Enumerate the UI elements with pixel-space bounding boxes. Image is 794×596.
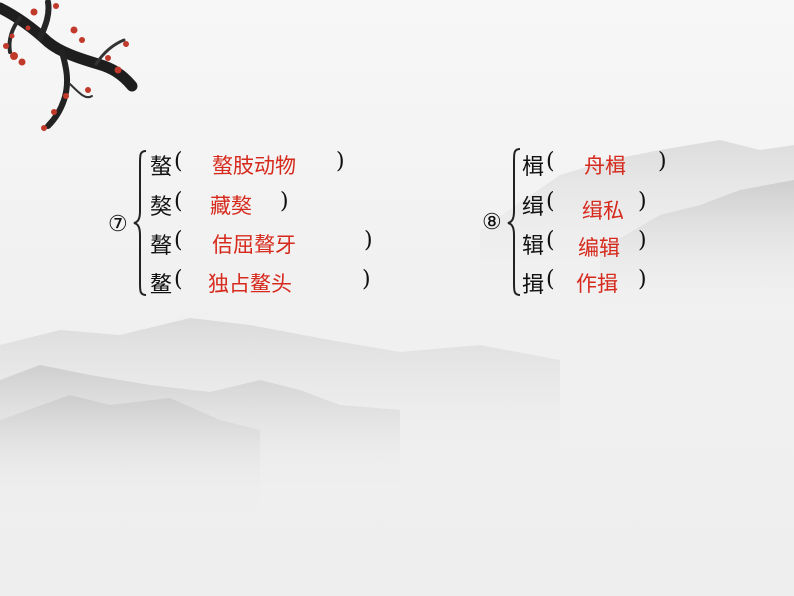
mountain-right-near: [600, 180, 794, 320]
mountain-left-front: [0, 395, 260, 520]
open-paren: (: [174, 149, 183, 174]
close-paren: ): [280, 189, 289, 214]
answer-text: 作揖: [576, 272, 618, 296]
open-paren: (: [546, 267, 555, 292]
answer-text: 藏獒: [210, 194, 252, 218]
list-item: 聱 ( 佶屈聱牙 ): [150, 228, 400, 262]
open-paren: (: [174, 189, 183, 214]
open-paren: (: [546, 149, 555, 174]
open-paren: (: [546, 228, 555, 253]
open-paren: (: [174, 228, 183, 253]
group-number: ⑧: [482, 210, 502, 235]
group-7: ⑦ 螯 ( 螯肢动物 ) 獒 ( 藏獒 ) 聱 ( 佶屈聱牙 ) 鳌 ( 独占鳌…: [108, 145, 408, 305]
answer-text: 舟楫: [584, 154, 626, 178]
close-paren: ): [638, 228, 647, 253]
brace-icon: [133, 150, 147, 296]
group-8: ⑧ 楫 ( 舟楫 ) 缉 ( 缉私 ) 辑 ( 编辑 ) 揖 ( 作揖 ): [482, 145, 682, 305]
list-item: 缉 ( 缉私 ): [522, 189, 682, 223]
close-paren: ): [336, 149, 345, 174]
answer-text: 缉私: [582, 199, 624, 223]
close-paren: ): [638, 267, 647, 292]
character: 獒: [150, 195, 173, 220]
list-item: 螯 ( 螯肢动物 ): [150, 149, 400, 183]
character: 聱: [150, 234, 173, 259]
character: 鳌: [150, 273, 173, 298]
answer-text: 佶屈聱牙: [212, 233, 296, 257]
list-item: 揖 ( 作揖 ): [522, 267, 682, 301]
character: 缉: [522, 195, 545, 220]
character: 螯: [150, 155, 173, 180]
list-item: 獒 ( 藏獒 ): [150, 189, 400, 223]
open-paren: (: [546, 189, 555, 214]
close-paren: ): [638, 189, 647, 214]
answer-text: 编辑: [578, 236, 620, 260]
list-item: 鳌 ( 独占鳌头 ): [150, 267, 400, 301]
answer-text: 螯肢动物: [212, 154, 296, 178]
character: 揖: [522, 273, 545, 298]
character: 辑: [522, 234, 545, 259]
character: 楫: [522, 155, 545, 180]
close-paren: ): [364, 228, 373, 253]
plum-branch-decoration: [0, 0, 138, 131]
close-paren: ): [362, 267, 371, 292]
close-paren: ): [658, 149, 667, 174]
brace-icon: [507, 148, 521, 296]
group-number: ⑦: [108, 212, 128, 237]
open-paren: (: [174, 267, 183, 292]
list-item: 辑 ( 编辑 ): [522, 228, 682, 262]
list-item: 楫 ( 舟楫 ): [522, 149, 682, 183]
answer-text: 独占鳌头: [208, 272, 292, 296]
